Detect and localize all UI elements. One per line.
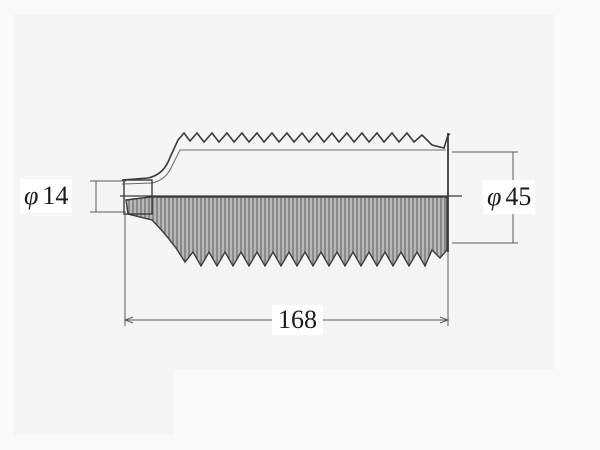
small-end-stub [123, 179, 153, 215]
length-label: 168 [272, 305, 323, 335]
bellows-upper-inner [121, 149, 446, 185]
diameter-symbol: φ [487, 182, 502, 211]
dim-length-arrow-left [123, 316, 134, 324]
bellows-upper-outline [121, 131, 451, 181]
small-diameter-value: 14 [42, 181, 69, 210]
background-panel-lower [14, 365, 174, 435]
large-diameter-value: 45 [505, 182, 532, 211]
dim-length-arrow-right [439, 316, 450, 324]
diameter-symbol: φ [24, 181, 39, 210]
bellows-lower-body [125, 196, 448, 268]
